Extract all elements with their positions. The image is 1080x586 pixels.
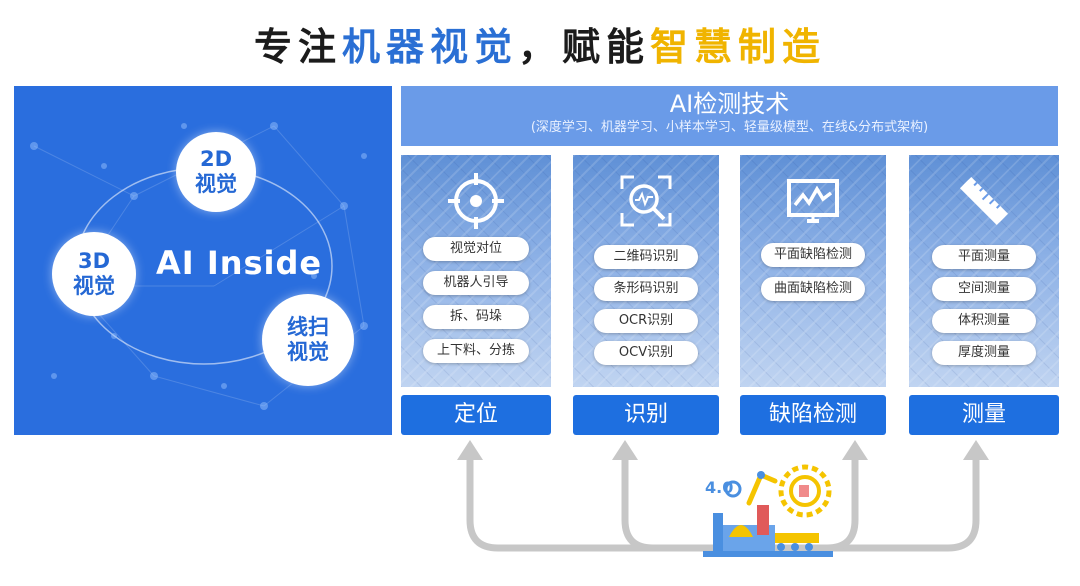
- positioning-card: 视觉对位 机器人引导 拆、码垛 上下料、分拣: [401, 155, 551, 387]
- list-item: 厚度测量: [932, 341, 1036, 365]
- target-crosshair-icon: [448, 173, 504, 229]
- list-item: 条形码识别: [594, 277, 698, 301]
- bubble-3d-line-2: 视觉: [73, 274, 115, 298]
- list-item: OCR识别: [594, 309, 698, 333]
- network-background-icon: [30, 122, 368, 410]
- bubble-2d-vision: 2D 视觉: [176, 132, 256, 212]
- recognition-items: 二维码识别 条形码识别 OCR识别 OCV识别: [573, 245, 719, 373]
- headline-part-1: 专注: [253, 25, 342, 69]
- defect-detection-card: 平面缺陷检测 曲面缺陷检测: [740, 155, 886, 387]
- list-item: 上下料、分拣: [423, 339, 529, 363]
- list-item: 视觉对位: [423, 237, 529, 261]
- category-button-defect-detection[interactable]: 缺陷检测: [740, 395, 886, 435]
- list-item: 空间测量: [932, 277, 1036, 301]
- magnifier-scan-icon: [620, 175, 672, 227]
- list-item: 拆、码垛: [423, 305, 529, 329]
- ai-tech-subtitle: (深度学习、机器学习、小样本学习、轻量级模型、在线&分布式架构): [530, 120, 929, 135]
- list-item: 平面缺陷检测: [761, 243, 865, 267]
- category-button-measurement[interactable]: 测量: [909, 395, 1059, 435]
- measurement-card: 平面测量 空间测量 体积测量 厚度测量: [909, 155, 1059, 387]
- defect-items: 平面缺陷检测 曲面缺陷检测: [740, 243, 886, 311]
- recognition-card: 二维码识别 条形码识别 OCR识别 OCV识别: [573, 155, 719, 387]
- bubble-line-line-1: 线扫: [287, 315, 329, 339]
- arrow-up-icon: [842, 440, 868, 460]
- bubble-3d-line-1: 3D: [77, 249, 111, 273]
- bubble-3d-vision: 3D 视觉: [52, 232, 136, 316]
- headline-part-3: ，赋能: [518, 25, 651, 69]
- smart-factory-icon: 4.0: [703, 464, 833, 557]
- list-item: 体积测量: [932, 309, 1036, 333]
- arrow-up-icon: [612, 440, 638, 460]
- ai-tech-header: AI检测技术 (深度学习、机器学习、小样本学习、轻量级模型、在线&分布式架构): [401, 86, 1058, 146]
- ruler-measure-icon: [959, 176, 1009, 226]
- ai-tech-title: AI检测技术: [669, 90, 790, 118]
- measurement-items: 平面测量 空间测量 体积测量 厚度测量: [909, 245, 1059, 373]
- list-item: 平面测量: [932, 245, 1036, 269]
- bubble-2d-line-2: 视觉: [195, 172, 237, 196]
- category-button-positioning[interactable]: 定位: [401, 395, 551, 435]
- bubble-2d-line-1: 2D: [199, 147, 233, 171]
- ai-inside-panel: 2D 视觉 3D 视觉 线扫 视觉 AI Inside: [14, 86, 392, 435]
- arrow-up-icon: [457, 440, 483, 460]
- list-item: OCV识别: [594, 341, 698, 365]
- arrow-up-icon: [963, 440, 989, 460]
- bubble-line-line-2: 视觉: [287, 340, 329, 364]
- category-button-recognition[interactable]: 识别: [573, 395, 719, 435]
- headline: 专注机器视觉，赋能智慧制造: [0, 22, 1080, 72]
- headline-part-2: 机器视觉: [341, 25, 518, 69]
- list-item: 机器人引导: [423, 271, 529, 295]
- ai-inside-label: AI Inside: [156, 244, 323, 282]
- headline-part-4: 智慧制造: [650, 25, 827, 69]
- list-item: 曲面缺陷检测: [761, 277, 865, 301]
- list-item: 二维码识别: [594, 245, 698, 269]
- bubble-line-scan-vision: 线扫 视觉: [262, 294, 354, 386]
- monitor-chart-icon: [787, 179, 839, 223]
- positioning-items: 视觉对位 机器人引导 拆、码垛 上下料、分拣: [401, 237, 551, 373]
